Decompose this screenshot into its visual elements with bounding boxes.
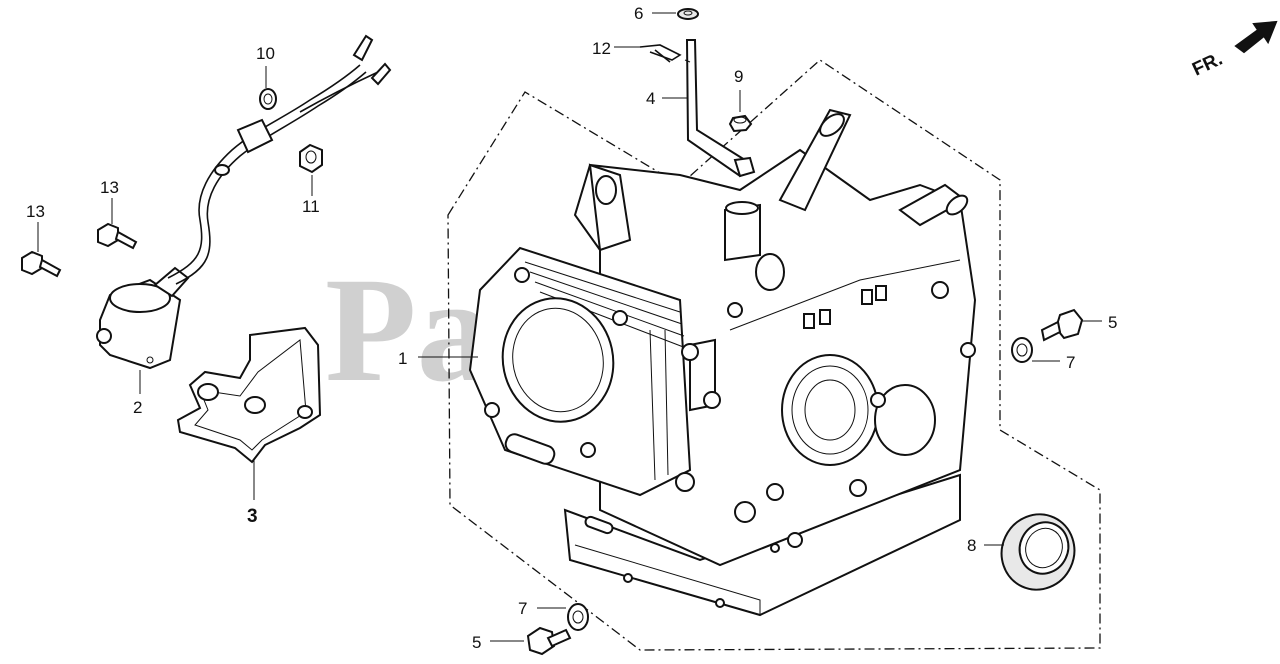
oil-filler-pipe[interactable] <box>684 39 756 178</box>
washer-10[interactable] <box>259 88 277 110</box>
callout-6: 6 <box>634 4 643 23</box>
front-direction-arrow: FR. <box>1189 20 1278 81</box>
washer-7a[interactable] <box>1011 337 1033 363</box>
gasket[interactable] <box>176 326 322 464</box>
flange-bolt-5b[interactable] <box>526 626 572 656</box>
flange-nut-11[interactable] <box>299 143 323 174</box>
callout-3: 3 <box>247 506 258 527</box>
callout-5b: 5 <box>472 633 481 652</box>
washer-7b[interactable] <box>567 603 589 631</box>
callout-7b: 7 <box>518 599 527 618</box>
assembly-boundary <box>447 59 1101 651</box>
callout-7a: 7 <box>1066 353 1075 372</box>
nut-9[interactable] <box>728 114 753 133</box>
callout-8: 8 <box>967 536 976 555</box>
bolt-13a[interactable] <box>21 250 62 278</box>
flange-bolt-5a[interactable] <box>1040 308 1084 342</box>
oil-level-switch[interactable] <box>96 266 190 370</box>
callout-4: 4 <box>646 89 655 108</box>
callout-13b: 13 <box>100 178 119 197</box>
callout-1: 1 <box>398 349 407 368</box>
washer-6[interactable] <box>677 8 699 20</box>
callout-2: 2 <box>133 398 142 417</box>
callout-9: 9 <box>734 67 743 86</box>
callout-5a: 5 <box>1108 313 1117 332</box>
callout-11: 11 <box>302 197 320 216</box>
wire-harness[interactable] <box>167 34 392 285</box>
bolt-13b[interactable] <box>97 222 138 250</box>
cylinder-block[interactable] <box>468 108 977 617</box>
callout-10: 10 <box>256 44 275 63</box>
callout-13a: 13 <box>26 202 45 221</box>
front-label: FR. <box>1189 49 1226 81</box>
oil-seal[interactable] <box>989 502 1086 601</box>
leader-lines <box>37 12 1102 642</box>
clip[interactable] <box>639 44 682 63</box>
callout-12: 12 <box>592 39 611 58</box>
